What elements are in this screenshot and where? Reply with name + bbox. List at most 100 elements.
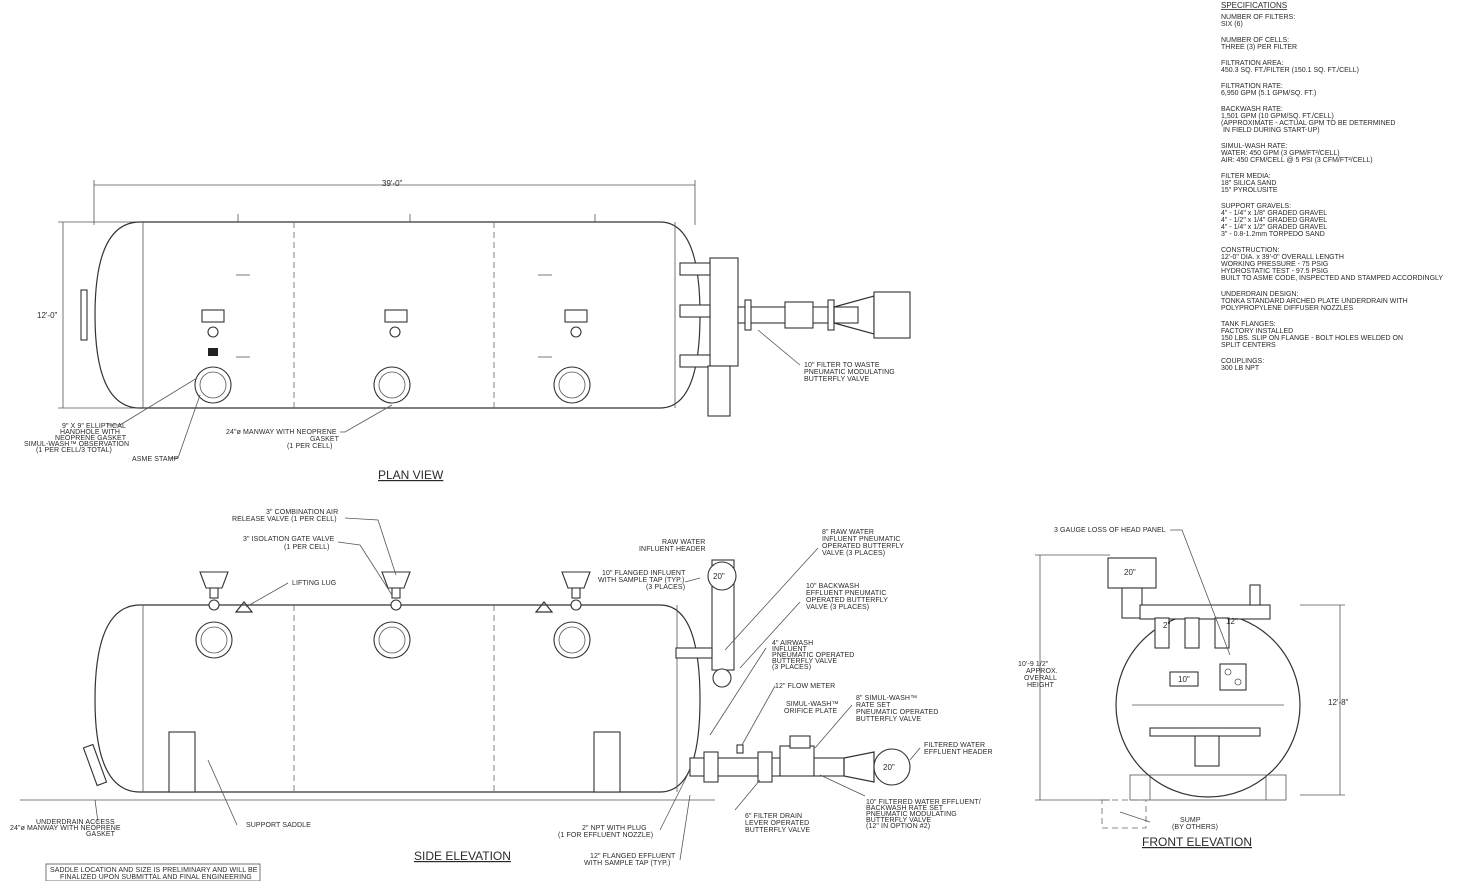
spec-value: HYDROSTATIC TEST - 97.5 PSIG <box>1221 268 1328 275</box>
svg-text:20": 20" <box>713 572 725 581</box>
plan-cell-2 <box>373 309 411 404</box>
spec-value: BUILT TO ASME CODE, INSPECTED AND STAMPE… <box>1221 275 1443 282</box>
spec-label: UNDERDRAIN DESIGN: <box>1221 291 1298 298</box>
spec-group: NUMBER OF CELLS:THREE (3) PER FILTER <box>1221 37 1297 51</box>
spec-value: IN FIELD DURING START-UP) <box>1221 127 1320 134</box>
side-piping: 20" 20" <box>675 559 911 786</box>
side-cell-3 <box>534 571 591 659</box>
plan-view: 39'-0" 12'-0" <box>24 179 911 482</box>
gauge-panel-callout: 3 GAUGE LOSS OF HEAD PANEL <box>1054 527 1166 534</box>
spec-value: 3" - 0.8-1.2mm TORPEDO SAND <box>1221 231 1325 238</box>
side-cell-2 <box>373 571 411 659</box>
spec-value: 150 LBS. SLIP ON FLANGE - BOLT HOLES WEL… <box>1221 335 1403 342</box>
plan-view-title: PLAN VIEW <box>378 468 444 482</box>
spec-value: 4" - 1/4" x 1/8" GRADED GRAVEL <box>1221 210 1327 217</box>
plan-cell-1 <box>194 309 232 404</box>
support-saddle-callout: SUPPORT SADDLE <box>246 822 311 829</box>
spec-value: 18" SILICA SAND <box>1221 180 1276 187</box>
spec-value: (APPROXIMATE - ACTUAL GPM TO BE DETERMIN… <box>1221 120 1395 127</box>
diameter-dimension: 12'-0" <box>37 311 58 320</box>
spec-value: 300 LB NPT <box>1221 365 1260 372</box>
svg-text:2": 2" <box>1163 621 1170 630</box>
plan-cell-3 <box>553 309 591 404</box>
spec-value: 1,501 GPM (10 GPM/SQ. FT./CELL) <box>1221 113 1334 120</box>
spec-label: TANK FLANGES: <box>1221 321 1276 328</box>
spec-label: CONSTRUCTION: <box>1221 247 1279 254</box>
spec-label: NUMBER OF FILTERS: <box>1221 14 1295 21</box>
asme-stamp-callout: ASME STAMP <box>132 456 179 463</box>
svg-text:10": 10" <box>1178 675 1190 684</box>
spec-group: CONSTRUCTION:12'-0" DIA. x 39'-0" OVERAL… <box>1221 247 1443 282</box>
side-elevation-title: SIDE ELEVATION <box>414 849 511 863</box>
gate-valve-callout: 3" ISOLATION GATE VALVE(1 PER CELL) <box>243 536 335 551</box>
spec-value: FACTORY INSTALLED <box>1221 328 1293 335</box>
spec-label: FILTRATION AREA: <box>1221 60 1283 67</box>
spec-value: WATER: 450 GPM (3 GPM/FT²/CELL) <box>1221 150 1340 157</box>
spec-value: 4" - 1/4" x 1/2" GRADED GRAVEL <box>1221 224 1327 231</box>
spec-value: SIX (6) <box>1221 21 1243 28</box>
spec-group: BACKWASH RATE:1,501 GPM (10 GPM/SQ. FT./… <box>1221 106 1395 134</box>
spec-group: FILTRATION RATE:6,950 GPM (5.1 GPM/SQ. F… <box>1221 83 1316 97</box>
spec-value: WORKING PRESSURE - 75 PSIG <box>1221 261 1328 268</box>
spec-group: COUPLINGS:300 LB NPT <box>1221 358 1264 372</box>
spec-value: POLYPROPYLENE DIFFUSER NOZZLES <box>1221 305 1353 312</box>
spec-value: 12'-0" DIA. x 39'-0" OVERALL LENGTH <box>1221 254 1344 261</box>
npt-plug-callout: 2" NPT WITH PLUG(1 FOR EFFLUENT NOZZLE) <box>558 825 653 839</box>
spec-value: 4" - 1/2" x 1/4" GRADED GRAVEL <box>1221 217 1327 224</box>
spec-label: NUMBER OF CELLS: <box>1221 37 1289 44</box>
side-tank-shell <box>94 604 701 793</box>
spec-label: SIMUL-WASH RATE: <box>1221 143 1288 150</box>
spec-label: COUPLINGS: <box>1221 358 1264 365</box>
spec-label: SUPPORT GRAVELS: <box>1221 203 1291 210</box>
sump-callout: SUMP(BY OTHERS) <box>1172 817 1218 831</box>
svg-text:20": 20" <box>1124 568 1136 577</box>
spec-label: BACKWASH RATE: <box>1221 106 1283 113</box>
spec-value: SPLIT CENTERS <box>1221 342 1276 349</box>
specifications-heading: SPECIFICATIONS <box>1221 1 1287 10</box>
spec-group: NUMBER OF FILTERS:SIX (6) <box>1221 14 1295 28</box>
svg-text:12": 12" <box>1226 617 1238 626</box>
spec-label: FILTRATION RATE: <box>1221 83 1283 90</box>
side-cell-1 <box>195 571 254 659</box>
specifications-block: SPECIFICATIONS NUMBER OF FILTERS:SIX (6)… <box>1221 1 1443 372</box>
lifting-lug-callout: LIFTING LUG <box>292 580 336 587</box>
length-dimension: 39'-0" <box>382 179 403 188</box>
spec-value: THREE (3) PER FILTER <box>1221 44 1297 51</box>
spec-group: SUPPORT GRAVELS:4" - 1/4" x 1/8" GRADED … <box>1221 203 1327 238</box>
front-diameter-dimension: 12'-8" <box>1328 698 1349 707</box>
saddle-note: SADDLE LOCATION AND SIZE IS PRELIMINARY … <box>50 867 258 881</box>
spec-value: 15" PYROLUSITE <box>1221 187 1278 194</box>
front-elevation-title: FRONT ELEVATION <box>1142 835 1252 849</box>
side-elevation: 20" 20" <box>10 509 993 882</box>
plan-tank-shell <box>94 221 701 409</box>
spec-group: FILTRATION AREA:450.3 SQ. FT./FILTER (15… <box>1221 60 1359 74</box>
filtered-valve-callout: 10" FILTERED WATER EFFLUENT/BACKWASH RAT… <box>866 799 981 830</box>
plan-piping <box>679 257 911 417</box>
spec-value: AIR: 450 CFM/CELL @ 5 PSI (3 CFM/FT²/CEL… <box>1221 157 1373 164</box>
spec-value: TONKA STANDARD ARCHED PLATE UNDERDRAIN W… <box>1221 298 1408 305</box>
spec-label: FILTER MEDIA: <box>1221 173 1271 180</box>
flow-meter-callout: 12" FLOW METER <box>775 683 835 690</box>
spec-group: SIMUL-WASH RATE:WATER: 450 GPM (3 GPM/FT… <box>1221 143 1373 164</box>
